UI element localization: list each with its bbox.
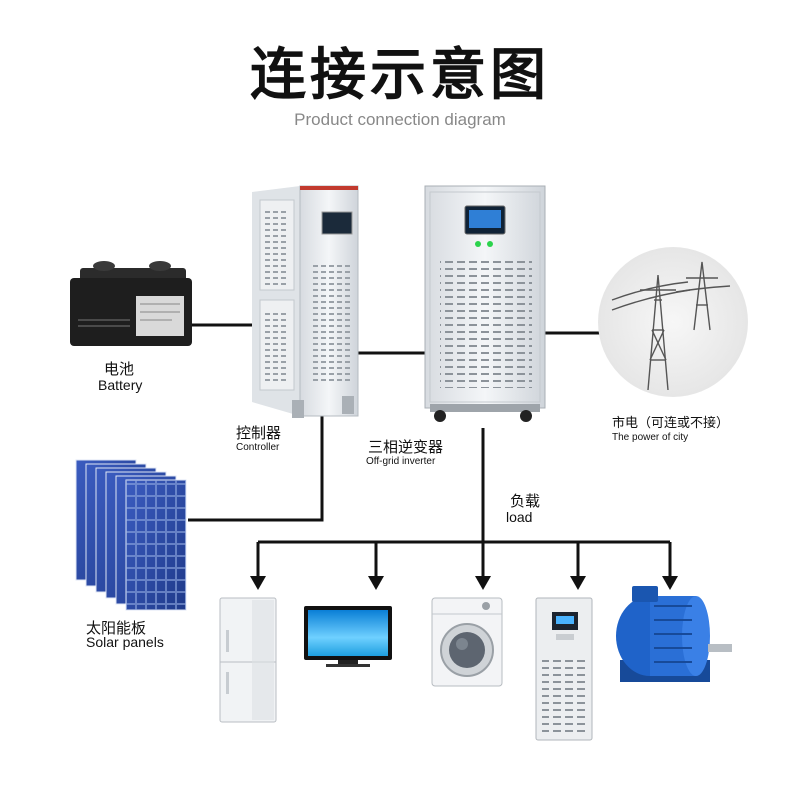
grid-label-cn: 市电（可连或不接） [612,416,730,431]
washer-icon [431,597,503,687]
air-conditioner-icon [535,597,593,741]
page-subtitle: Product connection diagram [294,110,506,129]
inverter-label-en: Off-grid inverter [366,456,436,467]
page-title: 连接示意图 [250,43,550,108]
grid-label-en: The power of city [612,432,689,443]
load-arrows [250,576,678,590]
load-label-en: load [506,509,533,525]
solar-wire [188,410,324,522]
battery-label-en: Battery [98,377,143,393]
inverter-label-cn: 三相逆变器 [368,438,444,456]
power-tower-icon [598,247,748,397]
inverter-cabinet-icon [424,185,546,422]
arrow-5 [662,576,678,590]
solar-label-en: Solar panels [86,634,164,650]
motor-icon [616,586,732,682]
load-label-cn: 负载 [510,492,541,510]
arrow-4 [570,576,586,590]
arrow-3 [475,576,491,590]
tv-icon [304,606,392,667]
battery-label-cn: 电池 [104,360,135,378]
fridge-icon [219,597,277,723]
wiring [188,323,672,582]
solar-panels-icon [75,459,187,611]
arrow-1 [250,576,266,590]
controller-cabinet-icon [252,185,359,418]
arrow-2 [368,576,384,590]
battery-icon [70,261,192,346]
solar-label-cn: 太阳能板 [86,619,147,637]
controller-label-en: Controller [236,442,280,453]
controller-label-cn: 控制器 [236,424,282,442]
